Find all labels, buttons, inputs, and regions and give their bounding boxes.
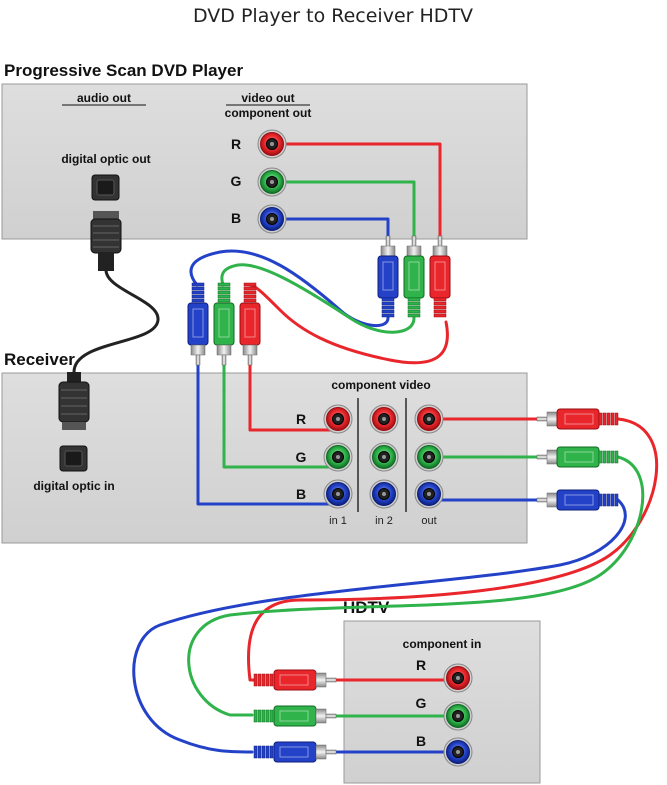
dvd-player-label: Progressive Scan DVD Player	[4, 61, 243, 80]
cables	[72, 142, 659, 754]
receiver-channel-g-label: G	[296, 449, 307, 465]
receiver-out-plug-blue	[536, 489, 619, 511]
hdtv-red-cable	[246, 417, 659, 682]
dvd-red-cable	[284, 142, 442, 242]
hdtv-panel	[343, 620, 541, 784]
component-video-label: component video	[331, 378, 430, 392]
receiver-in-blue-cable	[196, 353, 340, 506]
hdtv-jack-r[interactable]	[443, 663, 473, 693]
receiver-in-plug-red	[239, 282, 261, 366]
receiver-label: Receiver	[4, 350, 75, 369]
component-in-label: component in	[403, 637, 482, 651]
receiver-jack-in1-b[interactable]	[323, 479, 353, 509]
loop-red-cable	[248, 283, 449, 365]
receiver-channel-b-label: B	[296, 486, 306, 502]
audio-out-label: audio out	[77, 91, 131, 105]
hdtv-jack-b[interactable]	[443, 737, 473, 767]
digital-optic-out-label: digital optic out	[61, 152, 150, 166]
dvd-channel-r-label: R	[231, 136, 241, 152]
receiver-jack-in1-r[interactable]	[323, 404, 353, 434]
receiver-in-red-cable	[248, 353, 340, 432]
receiver-jack-out-r[interactable]	[414, 404, 444, 434]
receiver-jack-out-g[interactable]	[414, 442, 444, 472]
dvd-green-cable	[284, 180, 416, 242]
optical-plug-top	[90, 211, 122, 271]
dvd-plug-red	[429, 235, 451, 318]
hdtv-plug-blue	[253, 741, 337, 763]
dvd-plug-green	[403, 235, 425, 318]
dvd-blue-cable	[284, 217, 390, 242]
hdtv-jack-g[interactable]	[443, 701, 473, 731]
receiver-in-plug-green	[213, 282, 235, 366]
receiver-jack-in1-g[interactable]	[323, 442, 353, 472]
diagram-title: DVD Player to Receiver HDTV	[193, 5, 473, 27]
receiver-out-plug-red	[536, 408, 619, 430]
optic-port-in-inner-icon	[64, 450, 83, 467]
loop-blue-cable	[189, 249, 390, 328]
receiver-col-out-label: out	[421, 515, 436, 527]
receiver-jack-in2-r[interactable]	[369, 404, 399, 434]
receiver-out-plug-green	[536, 446, 619, 468]
jacks	[257, 129, 473, 767]
plugs	[187, 235, 619, 763]
dvd-jack-b[interactable]	[257, 204, 287, 234]
receiver-jack-in2-g[interactable]	[369, 442, 399, 472]
optical-plug-bottom	[58, 372, 90, 430]
dvd-channel-g-label: G	[231, 173, 242, 189]
video-out-label: video out	[241, 91, 294, 105]
receiver-in-green-cable	[222, 353, 340, 469]
dvd-channel-b-label: B	[231, 210, 241, 226]
hdtv-green-cable	[187, 455, 645, 717]
hdtv-blue-cable	[132, 498, 627, 754]
hdtv-channel-r-label: R	[416, 657, 426, 673]
receiver-jack-in2-b[interactable]	[369, 479, 399, 509]
loop-green-cable	[220, 263, 416, 334]
digital-optic-in-label: digital optic in	[33, 479, 114, 493]
hdtv-plug-red	[253, 669, 337, 691]
hdtv-plug-green	[253, 705, 337, 727]
hdtv-channel-g-label: G	[416, 695, 427, 711]
receiver-channel-r-label: R	[296, 411, 306, 427]
optic-port-inner-icon	[96, 179, 115, 196]
receiver-col-in2-label: in 2	[375, 515, 393, 527]
receiver-col-in1-label: in 1	[329, 515, 347, 527]
receiver-jack-out-b[interactable]	[414, 479, 444, 509]
dvd-plug-blue	[377, 235, 399, 318]
component-out-label: component out	[225, 106, 312, 120]
hdtv-channel-b-label: B	[416, 733, 426, 749]
optical-cable	[72, 268, 160, 374]
dvd-jack-r[interactable]	[257, 129, 287, 159]
dvd-jack-g[interactable]	[257, 167, 287, 197]
receiver-in-plug-blue	[187, 282, 209, 366]
